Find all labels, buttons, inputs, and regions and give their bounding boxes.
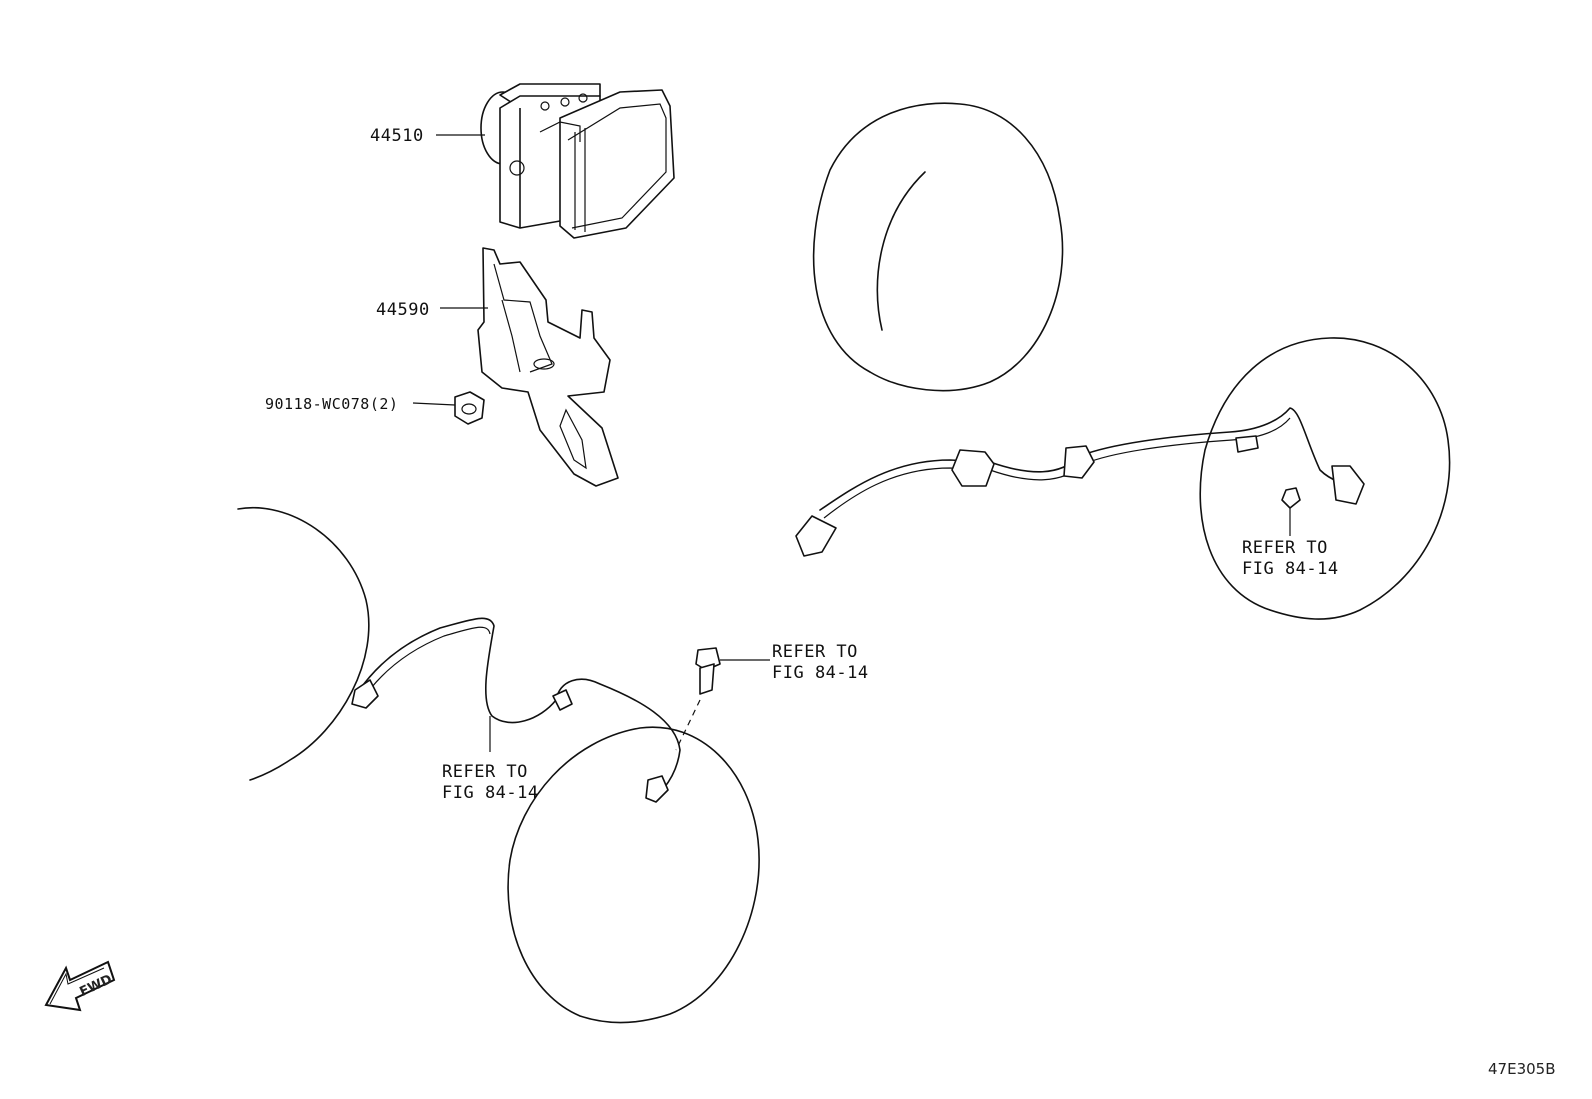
rear-right-wheel — [812, 102, 1064, 392]
figure-code: 47E305B — [1488, 1060, 1556, 1078]
bolt-dashline — [675, 699, 701, 751]
rear-speed-sensor-wire[interactable] — [795, 407, 1365, 557]
label-44590[interactable]: 44590 — [376, 300, 430, 320]
fwd-arrow-icon: FWD — [44, 960, 116, 1012]
front-speed-sensor-wire[interactable] — [351, 617, 681, 803]
bracket[interactable] — [477, 247, 619, 487]
front-left-wheel — [237, 507, 370, 781]
front-right-wheel — [507, 726, 760, 1024]
ref-front-wire-line2[interactable]: FIG 84-14 — [442, 783, 539, 803]
abs-actuator[interactable] — [480, 83, 675, 239]
label-90118[interactable]: 90118-WC078(2) — [265, 395, 398, 413]
ref-front-wire-line1[interactable]: REFER TO — [442, 762, 528, 782]
ref-rear-bolt-line1[interactable]: REFER TO — [1242, 538, 1328, 558]
ref-rear-bolt-line2[interactable]: FIG 84-14 — [1242, 559, 1339, 579]
front-sensor-bolt[interactable] — [695, 647, 721, 695]
nut[interactable] — [454, 391, 485, 425]
ref-front-bolt-line1[interactable]: REFER TO — [772, 642, 858, 662]
ref-front-bolt-line2[interactable]: FIG 84-14 — [772, 663, 869, 683]
label-44510[interactable]: 44510 — [370, 126, 424, 146]
rear-left-wheel — [1199, 337, 1451, 620]
leader-nut — [412, 402, 456, 406]
